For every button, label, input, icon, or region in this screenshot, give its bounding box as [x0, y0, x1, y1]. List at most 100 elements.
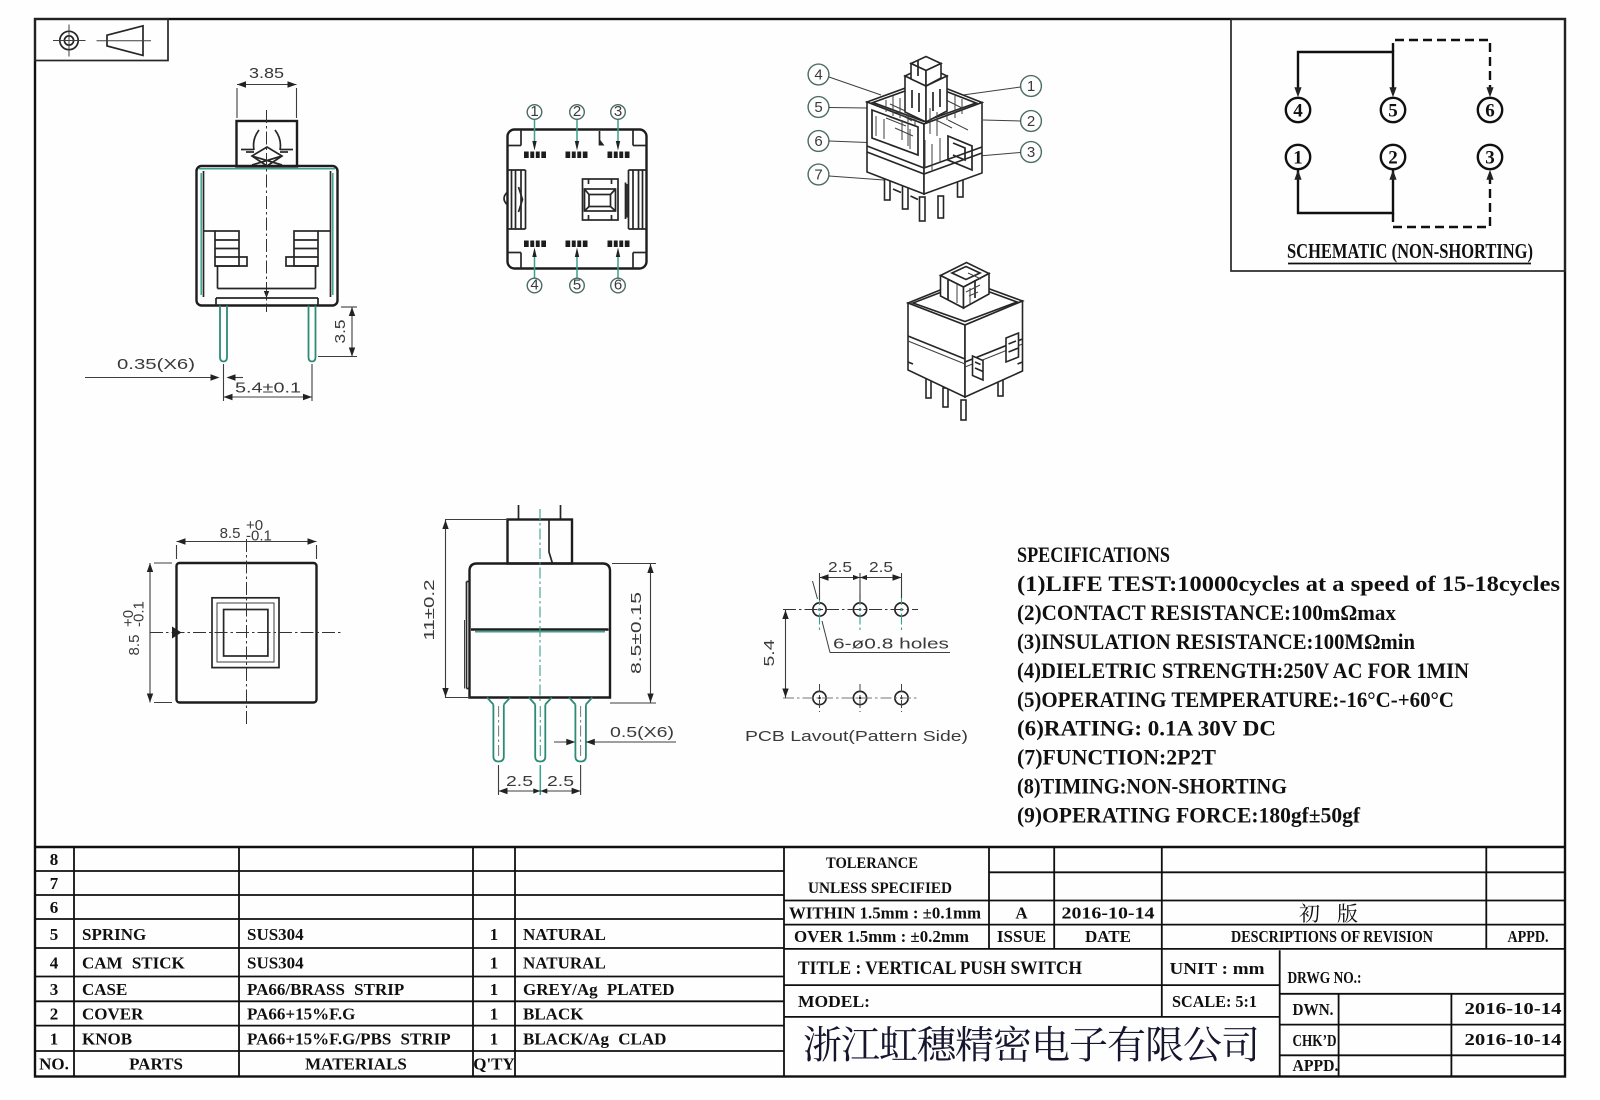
svg-text:11±0.2: 11±0.2 — [421, 580, 438, 641]
svg-text:2.5: 2.5 — [547, 773, 574, 790]
svg-text:DESCRIPTIONS OF REVISION: DESCRIPTIONS OF REVISION — [1231, 927, 1433, 946]
svg-text:UNIT : mm: UNIT : mm — [1170, 959, 1265, 978]
svg-text:8.5: 8.5 — [220, 525, 241, 542]
svg-text:BLACK/Ag CLAD: BLACK/Ag CLAD — [523, 1030, 666, 1049]
svg-text:UNLESS SPECIFIED: UNLESS SPECIFIED — [808, 880, 952, 897]
svg-text:5: 5 — [573, 277, 581, 294]
svg-text:PCB Lavout(Pattern Side): PCB Lavout(Pattern Side) — [745, 728, 968, 745]
svg-text:7: 7 — [814, 166, 822, 183]
svg-text:PA66/BRASS STRIP: PA66/BRASS STRIP — [247, 980, 404, 999]
svg-text:3: 3 — [614, 103, 622, 120]
svg-text:(3)INSULATION RESISTANCE:100MΩ: (3)INSULATION RESISTANCE:100MΩmin — [1017, 629, 1415, 654]
svg-text:2: 2 — [1027, 113, 1035, 130]
svg-text:+0: +0 — [120, 610, 137, 627]
svg-text:2016-10-14: 2016-10-14 — [1465, 999, 1563, 1018]
svg-text:1: 1 — [530, 103, 538, 120]
svg-text:CHK’D: CHK’D — [1293, 1031, 1337, 1050]
svg-text:6: 6 — [1485, 101, 1495, 122]
svg-text:+0: +0 — [246, 517, 263, 534]
svg-text:PA66+15%F.G: PA66+15%F.G — [247, 1005, 355, 1024]
svg-text:BLACK: BLACK — [523, 1005, 584, 1024]
svg-text:SPRING: SPRING — [82, 925, 146, 944]
svg-text:ISSUE: ISSUE — [997, 927, 1046, 946]
svg-text:(1)LIFE TEST:10000cycles at a: (1)LIFE TEST:10000cycles at a speed of 1… — [1017, 571, 1560, 596]
svg-text:GREY/Ag PLATED: GREY/Ag PLATED — [523, 980, 675, 999]
svg-text:SUS304: SUS304 — [247, 954, 304, 973]
svg-text:0.35(X6): 0.35(X6) — [117, 356, 195, 373]
svg-text:PARTS: PARTS — [129, 1055, 183, 1074]
svg-text:A: A — [1015, 904, 1028, 923]
svg-text:WITHIN 1.5mm : ±0.1mm: WITHIN 1.5mm : ±0.1mm — [789, 904, 981, 923]
svg-text:0.5(X6): 0.5(X6) — [610, 724, 674, 741]
svg-text:4: 4 — [530, 277, 538, 294]
svg-text:8: 8 — [50, 850, 59, 869]
svg-text:4: 4 — [814, 66, 822, 83]
svg-text:NATURAL: NATURAL — [523, 925, 606, 944]
svg-text:APPD.: APPD. — [1508, 927, 1549, 946]
svg-text:6-ø0.8 holes: 6-ø0.8 holes — [833, 636, 949, 653]
svg-text:(6)RATING: 0.1A 30V DC: (6)RATING: 0.1A 30V DC — [1017, 716, 1276, 741]
svg-text:3.5: 3.5 — [332, 320, 349, 344]
svg-text:8.5: 8.5 — [126, 635, 143, 656]
svg-text:APPD.: APPD. — [1293, 1056, 1339, 1075]
svg-text:5: 5 — [814, 99, 822, 116]
svg-text:2.5: 2.5 — [506, 773, 533, 790]
svg-text:3: 3 — [50, 980, 59, 999]
svg-text:TITLE : VERTICAL PUSH SWITCH: TITLE : VERTICAL PUSH SWITCH — [798, 958, 1082, 979]
svg-text:SCALE: 5:1: SCALE: 5:1 — [1172, 992, 1257, 1011]
svg-text:6: 6 — [50, 898, 59, 917]
svg-text:2.5: 2.5 — [869, 559, 893, 576]
svg-text:TOLERANCE: TOLERANCE — [826, 855, 918, 872]
svg-text:(2)CONTACT RESISTANCE:100mΩmax: (2)CONTACT RESISTANCE:100mΩmax — [1017, 600, 1396, 625]
svg-text:5: 5 — [1388, 101, 1398, 122]
svg-text:8.5±0.15: 8.5±0.15 — [628, 592, 645, 674]
svg-text:2: 2 — [50, 1005, 59, 1024]
svg-text:1: 1 — [490, 954, 499, 973]
svg-text:4: 4 — [1293, 101, 1303, 122]
svg-text:SPECIFICATIONS: SPECIFICATIONS — [1017, 542, 1170, 567]
svg-text:2: 2 — [573, 103, 581, 120]
svg-text:1: 1 — [50, 1030, 59, 1049]
svg-text:2.5: 2.5 — [828, 559, 852, 576]
svg-text:DWN.: DWN. — [1293, 1000, 1334, 1019]
svg-text:1: 1 — [490, 925, 499, 944]
svg-text:(9)OPERATING FORCE:180gf±50gf: (9)OPERATING FORCE:180gf±50gf — [1017, 802, 1361, 827]
svg-text:1: 1 — [490, 1005, 499, 1024]
svg-text:SCHEMATIC (NON-SHORTING): SCHEMATIC (NON-SHORTING) — [1287, 239, 1533, 263]
svg-text:(4)DIELETRIC STRENGTH:250V AC: (4)DIELETRIC STRENGTH:250V AC FOR 1MIN — [1017, 658, 1469, 683]
svg-text:6: 6 — [814, 133, 822, 150]
svg-text:(7)FUNCTION:2P2T: (7)FUNCTION:2P2T — [1017, 745, 1216, 770]
svg-text:1: 1 — [1027, 78, 1035, 95]
svg-text:7: 7 — [50, 874, 59, 893]
svg-text:6: 6 — [614, 277, 622, 294]
svg-text:PA66+15%F.G/PBS STRIP: PA66+15%F.G/PBS STRIP — [247, 1030, 451, 1049]
svg-text:3: 3 — [1027, 144, 1035, 161]
svg-text:-0.1: -0.1 — [131, 601, 148, 627]
svg-text:(8)TIMING:NON-SHORTING: (8)TIMING:NON-SHORTING — [1017, 774, 1287, 799]
svg-text:NATURAL: NATURAL — [523, 954, 606, 973]
svg-text:1: 1 — [1293, 148, 1303, 169]
svg-text:MODEL:: MODEL: — [798, 992, 870, 1011]
svg-text:NO.: NO. — [39, 1055, 69, 1074]
svg-text:5: 5 — [50, 925, 59, 944]
svg-text:COVER: COVER — [82, 1005, 144, 1024]
svg-text:1: 1 — [490, 980, 499, 999]
svg-text:KNOB: KNOB — [82, 1030, 132, 1049]
svg-text:DATE: DATE — [1085, 927, 1131, 946]
svg-text:(5)OPERATING TEMPERATURE:-16°C: (5)OPERATING TEMPERATURE:-16°C-+60°C — [1017, 687, 1454, 712]
svg-text:3: 3 — [1485, 148, 1495, 169]
svg-text:5.4±0.1: 5.4±0.1 — [235, 380, 301, 397]
svg-text:3.85: 3.85 — [249, 65, 284, 82]
svg-text:MATERIALS: MATERIALS — [305, 1055, 407, 1074]
svg-text:1: 1 — [490, 1030, 499, 1049]
svg-text:5.4: 5.4 — [761, 640, 778, 667]
svg-text:2016-10-14: 2016-10-14 — [1062, 904, 1156, 923]
svg-text:DRWG NO.:: DRWG NO.: — [1288, 968, 1362, 987]
svg-text:CASE: CASE — [82, 980, 127, 999]
svg-text:CAM STICK: CAM STICK — [82, 954, 186, 973]
svg-text:2016-10-14: 2016-10-14 — [1465, 1030, 1563, 1049]
svg-text:OVER 1.5mm : ±0.2mm: OVER 1.5mm : ±0.2mm — [794, 927, 969, 946]
svg-text:4: 4 — [50, 954, 59, 973]
svg-text:Q'TY: Q'TY — [473, 1055, 515, 1074]
svg-text:-0.1: -0.1 — [246, 528, 272, 545]
